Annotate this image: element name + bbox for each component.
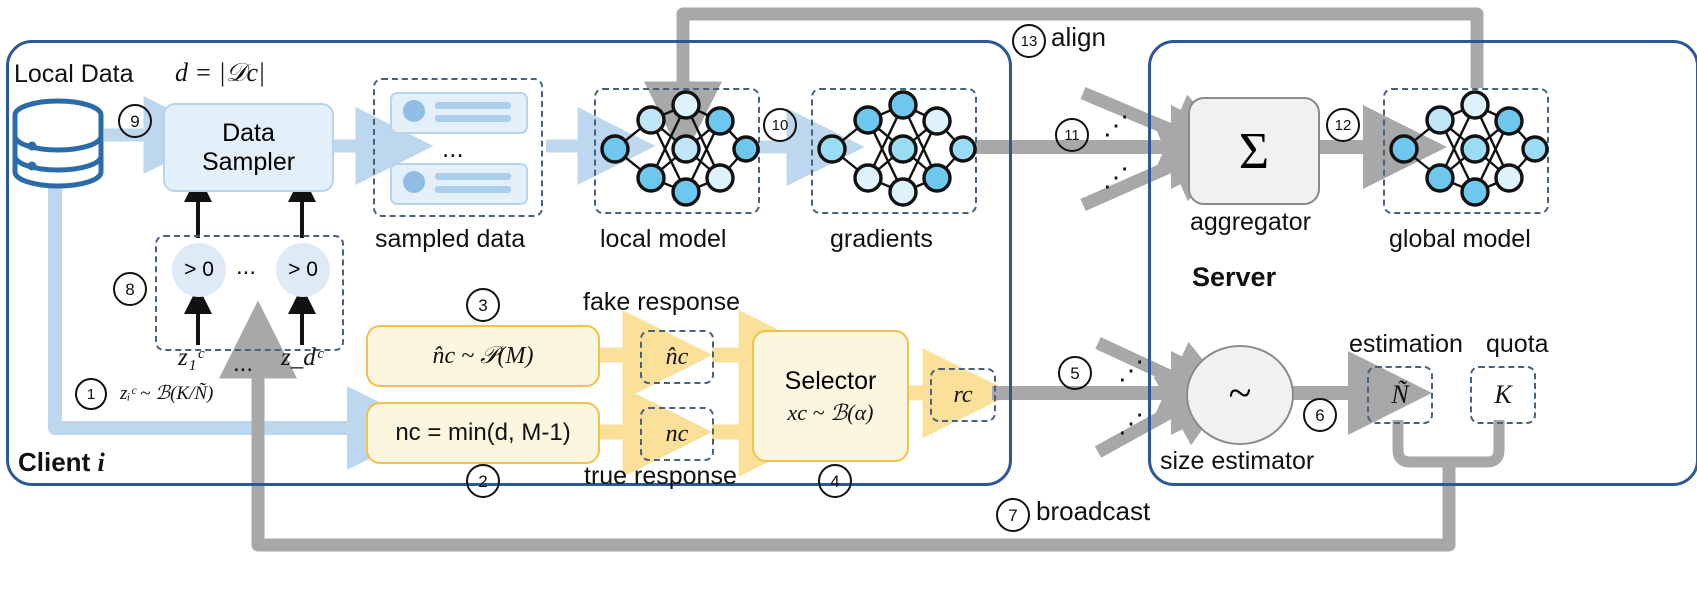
client-panel-label: Client i bbox=[18, 447, 105, 478]
sampled-record-2-glyphs bbox=[403, 171, 511, 193]
fake-token-box: n̂c bbox=[640, 330, 714, 384]
selector-formula: xc ~ ℬ(α) bbox=[787, 399, 874, 425]
step-1: ①1 bbox=[75, 378, 107, 410]
local-model-label: local model bbox=[600, 225, 727, 253]
true-response-formula-box[interactable]: nc = min(d, M-1) bbox=[366, 402, 600, 464]
gate-node-2: > 0 bbox=[276, 243, 330, 297]
gradients-label: gradients bbox=[830, 225, 933, 253]
quota-label: quota bbox=[1486, 330, 1549, 358]
step-8: ⑧8 bbox=[113, 272, 147, 306]
step-13: ⑬13 bbox=[1012, 24, 1046, 58]
gate-ellipsis: ... bbox=[236, 253, 257, 280]
step-12: ⑫12 bbox=[1326, 108, 1360, 142]
gate-arrows bbox=[184, 174, 316, 345]
step-3: ③3 bbox=[466, 288, 500, 322]
z-formula-label: zᵢᶜ ~ ℬ(K/Ñ) bbox=[120, 383, 214, 404]
estimation-label: estimation bbox=[1349, 330, 1463, 358]
gradients-network bbox=[817, 90, 977, 207]
d-formula-label: d = |𝒟c| bbox=[175, 58, 266, 87]
rc-token: rc bbox=[953, 381, 973, 408]
gate-node-1-label: > 0 bbox=[184, 258, 214, 281]
quota-token: K bbox=[1494, 380, 1512, 409]
step-11: ⑪11 bbox=[1055, 118, 1089, 152]
global-model-network bbox=[1389, 90, 1549, 207]
fake-response-label: fake response bbox=[583, 288, 741, 316]
local-data-label: Local Data bbox=[14, 60, 134, 88]
gate-node-1: > 0 bbox=[172, 243, 226, 297]
selector-box[interactable]: Selector xc ~ ℬ(α) bbox=[752, 330, 909, 462]
estimation-token: Ñ bbox=[1391, 380, 1409, 409]
selector-title: Selector bbox=[784, 366, 877, 395]
data-sampler-line2: Sampler bbox=[201, 147, 296, 176]
step-6: ⑥6 bbox=[1303, 398, 1337, 432]
step-5: ⑤5 bbox=[1058, 356, 1092, 390]
client-label-text: Client bbox=[18, 447, 91, 477]
true-token: nc bbox=[665, 420, 689, 447]
aggregator-label: aggregator bbox=[1190, 208, 1311, 236]
true-response-formula: nc = min(d, M-1) bbox=[395, 419, 571, 446]
client-panel bbox=[6, 40, 1012, 486]
broadcast-label: broadcast bbox=[1036, 496, 1151, 526]
step-2: ②2 bbox=[466, 464, 500, 498]
step-7: ⑦7 bbox=[996, 498, 1030, 532]
gate-var-ellipsis: ... bbox=[233, 350, 254, 377]
sampled-data-label: sampled data bbox=[375, 225, 526, 253]
gate-node-2-label: > 0 bbox=[288, 258, 318, 281]
fake-token: n̂c bbox=[665, 343, 689, 370]
client-index-label: i bbox=[97, 448, 105, 477]
yellow-flow bbox=[596, 310, 1013, 477]
aggregator-dots-upper: ⋰ bbox=[1103, 110, 1129, 140]
true-response-label: true response bbox=[584, 462, 737, 490]
sampled-data-ellipsis: ... bbox=[442, 133, 464, 163]
aggregator-box[interactable]: Σ bbox=[1188, 97, 1320, 205]
quota-token-box: K bbox=[1470, 366, 1536, 424]
true-token-box: nc bbox=[640, 407, 714, 461]
global-model-label: global model bbox=[1389, 225, 1531, 253]
size-estimator-node[interactable]: ~ bbox=[1186, 345, 1294, 445]
fake-response-formula-box[interactable]: n̂c ~ 𝒫(M) bbox=[366, 325, 600, 387]
estimator-dots-lower: ⋰ bbox=[1118, 408, 1144, 438]
local-model-network bbox=[600, 90, 760, 207]
sampled-data-box bbox=[373, 78, 543, 217]
step-4: ④4 bbox=[818, 464, 852, 498]
size-estimator-symbol: ~ bbox=[1228, 371, 1252, 418]
estimation-token-box: Ñ bbox=[1367, 366, 1433, 424]
gate-var-2: z_dᶜ bbox=[281, 344, 323, 371]
aggregator-symbol: Σ bbox=[1238, 122, 1270, 180]
local-data-cylinder bbox=[12, 98, 104, 189]
estimator-dots-upper: ⋰ bbox=[1118, 355, 1144, 385]
sampled-record-1-glyphs bbox=[403, 100, 511, 122]
data-sampler-box[interactable]: Data Sampler bbox=[163, 103, 334, 192]
step-10: ⑩10 bbox=[763, 108, 797, 142]
gate-box bbox=[155, 235, 344, 351]
step-9: ⑨9 bbox=[118, 104, 152, 138]
size-estimator-label: size estimator bbox=[1160, 447, 1315, 475]
aggregator-dots-lower: ⋰ bbox=[1103, 162, 1129, 192]
fake-response-formula: n̂c ~ 𝒫(M) bbox=[432, 342, 534, 369]
gate-var-1: z₁ᶜ bbox=[178, 344, 203, 371]
grey-flow bbox=[219, 7, 1505, 552]
server-panel-label: Server bbox=[1192, 262, 1277, 292]
align-label: align bbox=[1051, 22, 1106, 52]
data-sampler-line1: Data bbox=[222, 118, 275, 147]
rc-token-box: rc bbox=[930, 368, 996, 422]
